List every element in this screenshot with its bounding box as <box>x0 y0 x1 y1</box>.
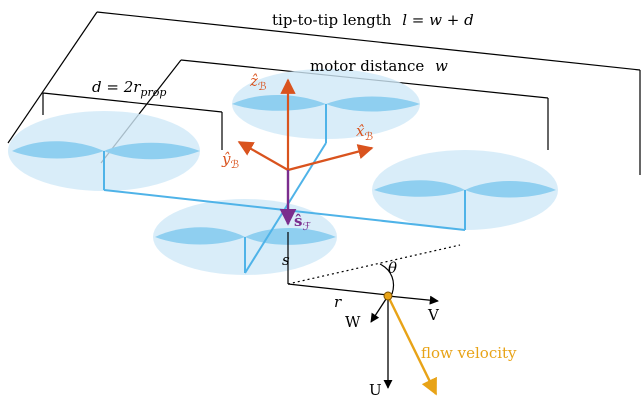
tip-to-tip-dimension <box>7 11 641 175</box>
w-arrow <box>370 295 389 323</box>
prop-diameter-label: d = 2rprop <box>92 78 166 99</box>
r-label: r <box>334 293 342 311</box>
x-body-label: x̂ℬ <box>356 122 373 143</box>
flow-velocity-label: flow velocity <box>421 344 517 362</box>
flow-coordinates <box>287 232 461 296</box>
y-body-axis <box>237 141 289 171</box>
s-label: s <box>282 251 290 269</box>
body-axes <box>237 78 374 172</box>
z-body-label: ẑℬ <box>249 72 267 93</box>
flow-point <box>383 291 393 301</box>
flow-velocity-arrow <box>386 295 438 396</box>
theta-label: θ <box>388 259 397 277</box>
u-label: U <box>369 381 382 399</box>
s-axis-label: ŝℱ <box>294 212 311 233</box>
tip-to-tip-label: tip-to-tip length l = w + d <box>272 11 474 29</box>
prop-diameter-dimension <box>42 92 223 150</box>
y-body-label: ŷℬ <box>221 150 239 171</box>
v-arrow <box>387 295 439 305</box>
x-body-axis <box>287 144 374 172</box>
w-label: W <box>345 313 361 331</box>
motor-distance-label: motor distance w <box>310 57 448 75</box>
velocity-arrows <box>370 295 439 389</box>
v-label: V <box>427 306 440 324</box>
